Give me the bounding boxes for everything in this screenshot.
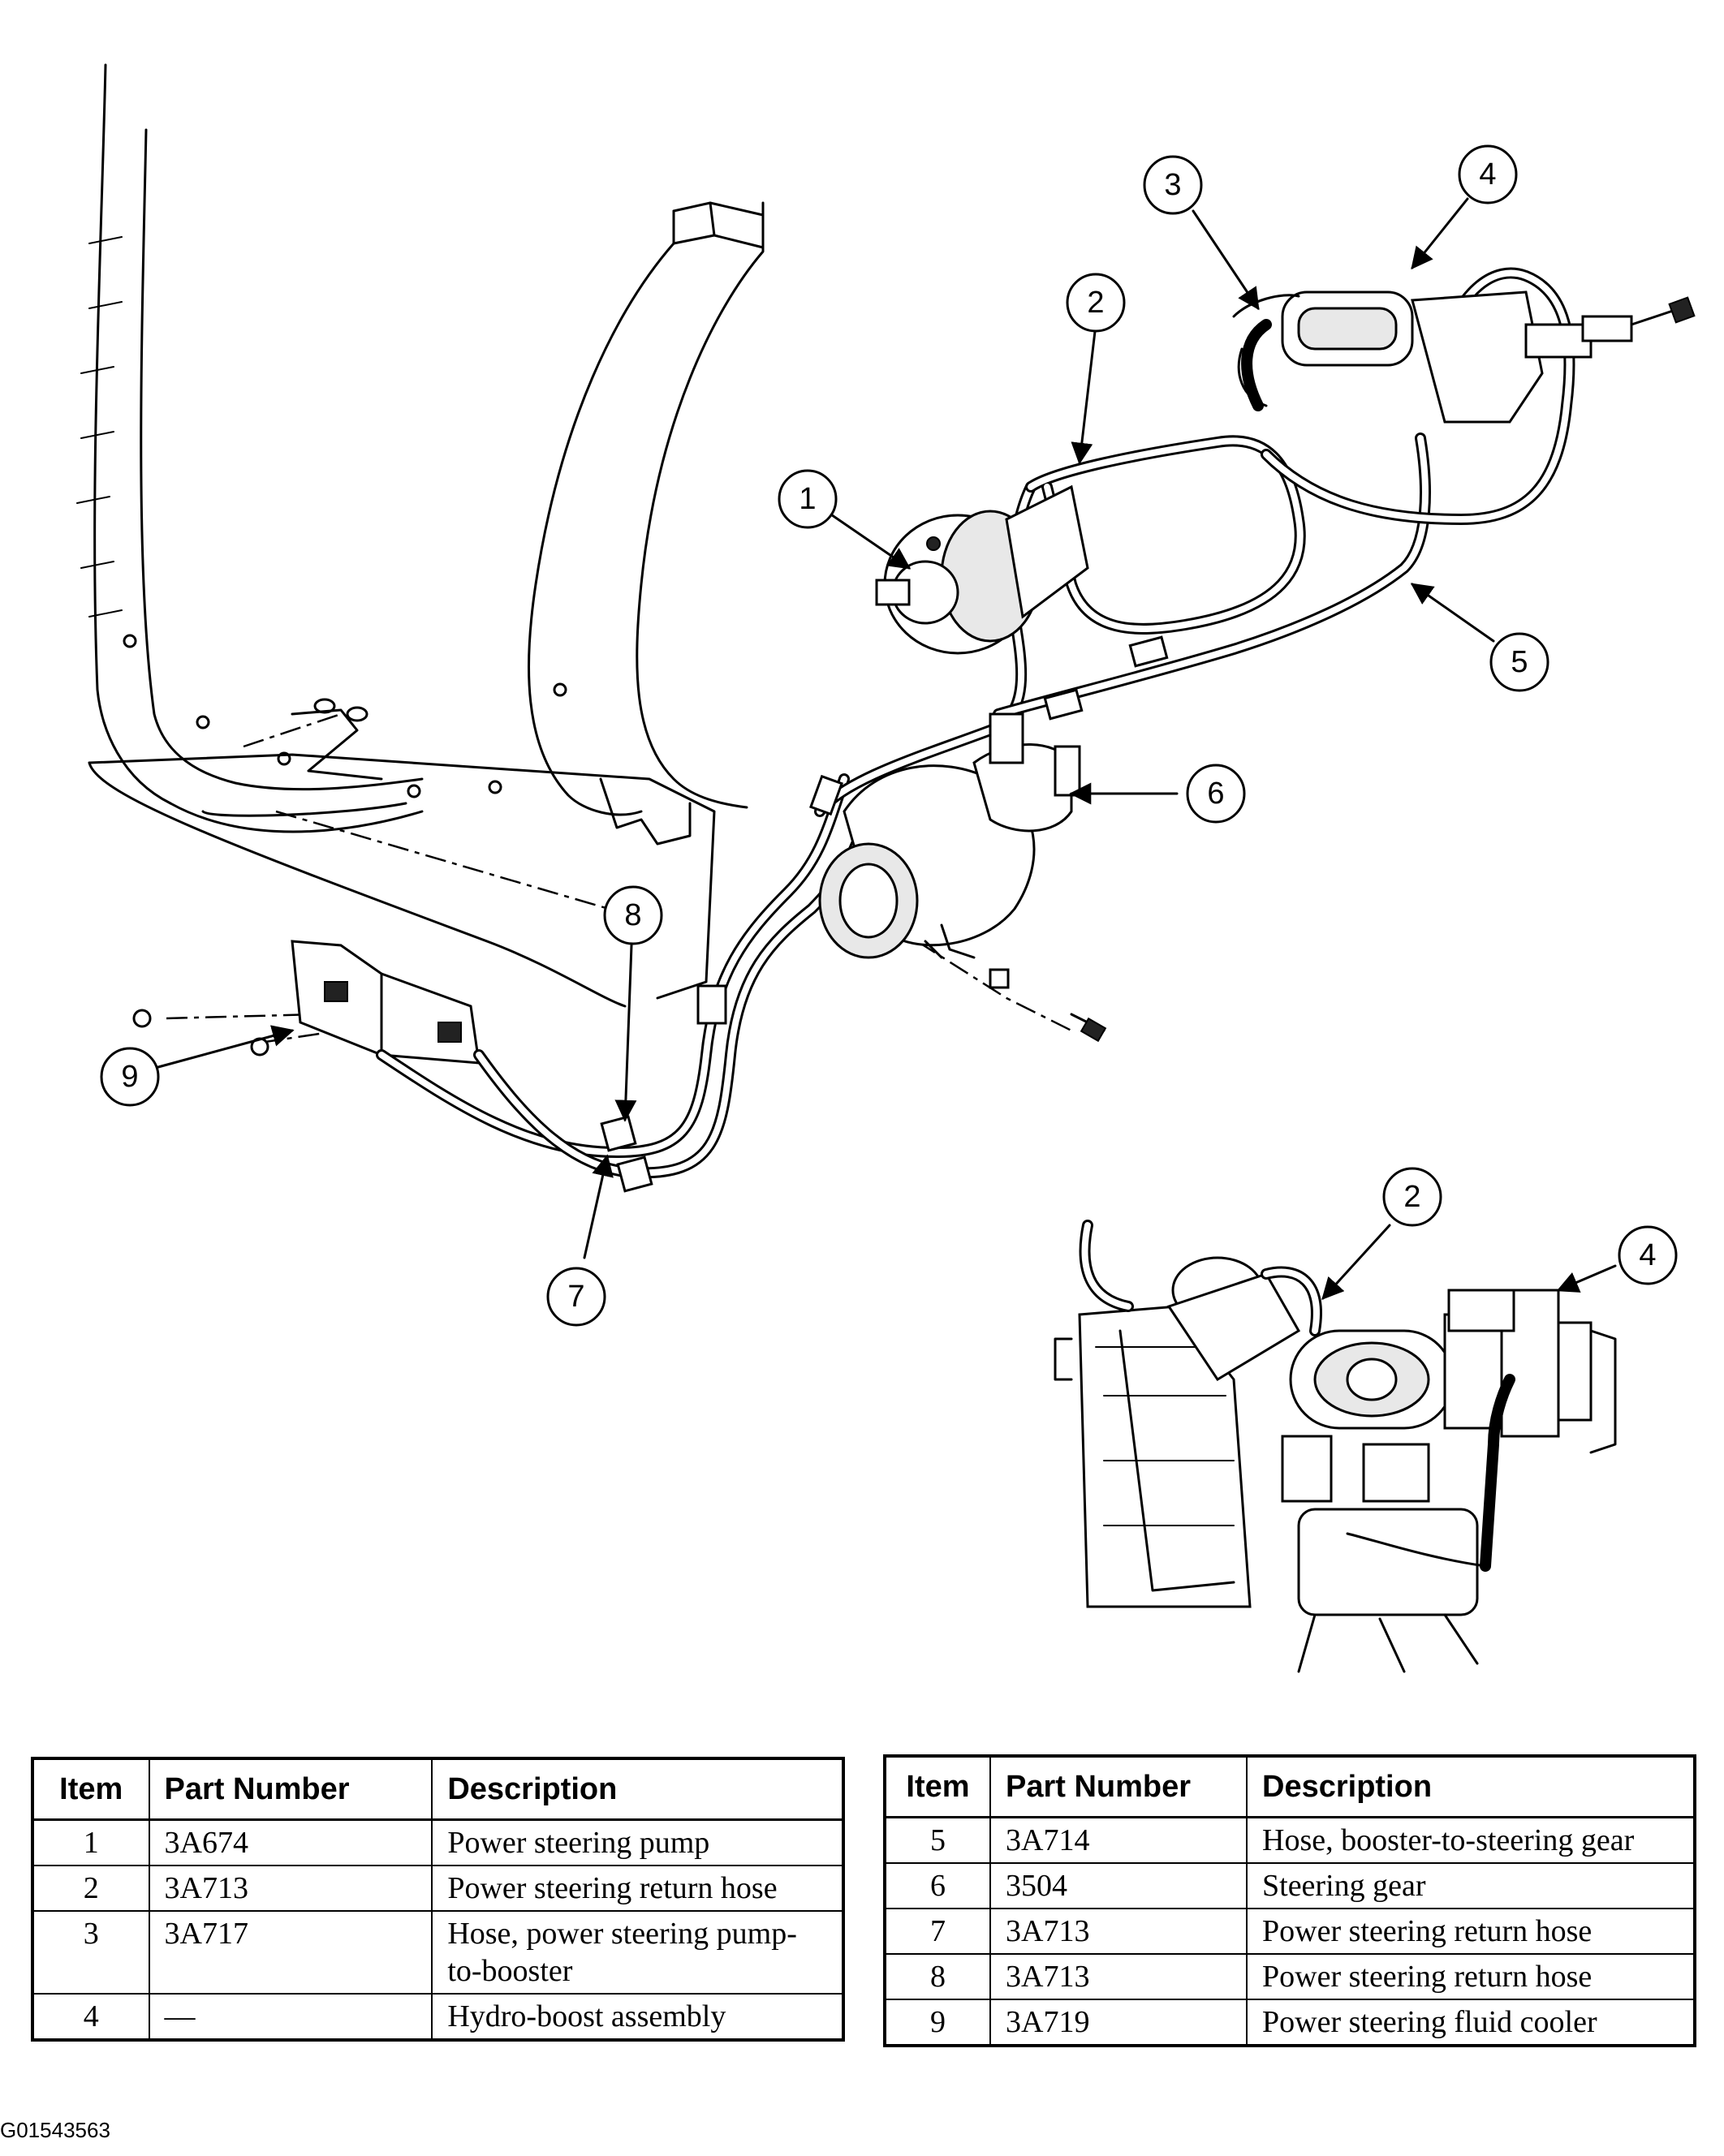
table-header-row: Item Part Number Description (884, 1755, 1696, 1818)
callout-4-number: 4 (1479, 157, 1496, 192)
callout-1-number: 1 (799, 482, 816, 516)
callout-3: 3 (1143, 155, 1203, 215)
cell-description: Power steering return hose (1246, 1908, 1696, 1955)
hoses (376, 267, 1575, 1193)
table-row: 6 3504 Steering gear (884, 1862, 1696, 1909)
cell-part-number: 3A713 (989, 1908, 1248, 1955)
cell-part-number: 3A713 (148, 1865, 433, 1912)
callout-7: 7 (546, 1267, 606, 1327)
callout-5: 5 (1489, 632, 1549, 692)
callout-inset-4-number: 4 (1639, 1238, 1656, 1272)
cell-part-number: 3A717 (148, 1910, 433, 1995)
cell-item: 4 (32, 1993, 150, 2041)
cell-description: Hose, power steering pump-to-booster (431, 1910, 844, 1995)
table-row: 9 3A719 Power steering fluid cooler (884, 1999, 1696, 2046)
cell-item: 6 (884, 1862, 991, 1909)
figure-id: G01543563 (0, 2118, 110, 2142)
header-part-number: Part Number (148, 1758, 433, 1821)
header-item: Item (32, 1758, 150, 1821)
cell-item: 7 (884, 1908, 991, 1955)
steering-gear (818, 712, 1107, 1043)
table-row: 7 3A713 Power steering return hose (884, 1908, 1696, 1955)
header-description: Description (1246, 1755, 1696, 1818)
table-row: 2 3A713 Power steering return hose (32, 1865, 844, 1912)
table-header-row: Item Part Number Description (32, 1758, 844, 1821)
callout-3-number: 3 (1164, 168, 1181, 202)
parts-table-right: Item Part Number Description 5 3A714 Hos… (883, 1754, 1696, 2047)
cell-item: 5 (884, 1816, 991, 1864)
callout-5-number: 5 (1511, 645, 1528, 679)
table-row: 1 3A674 Power steering pump (32, 1818, 844, 1866)
fluid-cooler (132, 940, 481, 1065)
header-description: Description (431, 1758, 844, 1821)
cell-description: Power steering pump (431, 1818, 844, 1866)
leader-arrows (157, 197, 1617, 1300)
cell-description: Hydro-boost assembly (431, 1993, 844, 2041)
table-row: 8 3A713 Power steering return hose (884, 1953, 1696, 2000)
table-row: 3 3A717 Hose, power steering pump-to-boo… (32, 1910, 844, 1995)
callout-inset-2: 2 (1382, 1167, 1442, 1227)
callout-8: 8 (603, 885, 663, 945)
callout-6-number: 6 (1207, 777, 1224, 811)
callout-inset-2-number: 2 (1403, 1180, 1420, 1214)
cell-part-number: 3A674 (148, 1818, 433, 1866)
cell-part-number: 3A719 (989, 1999, 1248, 2046)
parts-table-left: Item Part Number Description 1 3A674 Pow… (31, 1757, 845, 2042)
cell-description: Power steering return hose (431, 1865, 844, 1912)
callout-1: 1 (778, 469, 838, 529)
header-item: Item (884, 1755, 991, 1818)
cell-description: Power steering fluid cooler (1246, 1999, 1696, 2046)
callout-4: 4 (1458, 144, 1518, 204)
cell-description: Hose, booster-to-steering gear (1246, 1816, 1696, 1864)
hydro-boost-assembly (1232, 290, 1696, 424)
callout-9-number: 9 (121, 1060, 138, 1094)
callout-9: 9 (100, 1047, 160, 1107)
table-row: 4 — Hydro-boost assembly (32, 1993, 844, 2041)
cell-part-number: 3A713 (989, 1953, 1248, 2000)
cell-item: 3 (32, 1910, 150, 1995)
callout-inset-4: 4 (1618, 1225, 1678, 1285)
cell-part-number: 3A714 (989, 1816, 1248, 1864)
cell-part-number: — (148, 1993, 433, 2041)
callout-8-number: 8 (624, 898, 641, 932)
cell-description: Steering gear (1246, 1862, 1696, 1909)
cell-item: 1 (32, 1818, 150, 1866)
table-row: 5 3A714 Hose, booster-to-steering gear (884, 1816, 1696, 1864)
callout-2-number: 2 (1087, 286, 1104, 320)
callout-2: 2 (1066, 273, 1126, 333)
cell-item: 8 (884, 1953, 991, 2000)
inset-view (1054, 1220, 1617, 1673)
cell-part-number: 3504 (989, 1862, 1248, 1909)
header-part-number: Part Number (989, 1755, 1248, 1818)
cell-item: 2 (32, 1865, 150, 1912)
cell-description: Power steering return hose (1246, 1953, 1696, 2000)
frame-rail (76, 63, 765, 1008)
callout-7-number: 7 (567, 1280, 584, 1314)
cell-item: 9 (884, 1999, 991, 2046)
callout-6: 6 (1186, 764, 1246, 824)
power-steering-pump (875, 484, 1089, 655)
